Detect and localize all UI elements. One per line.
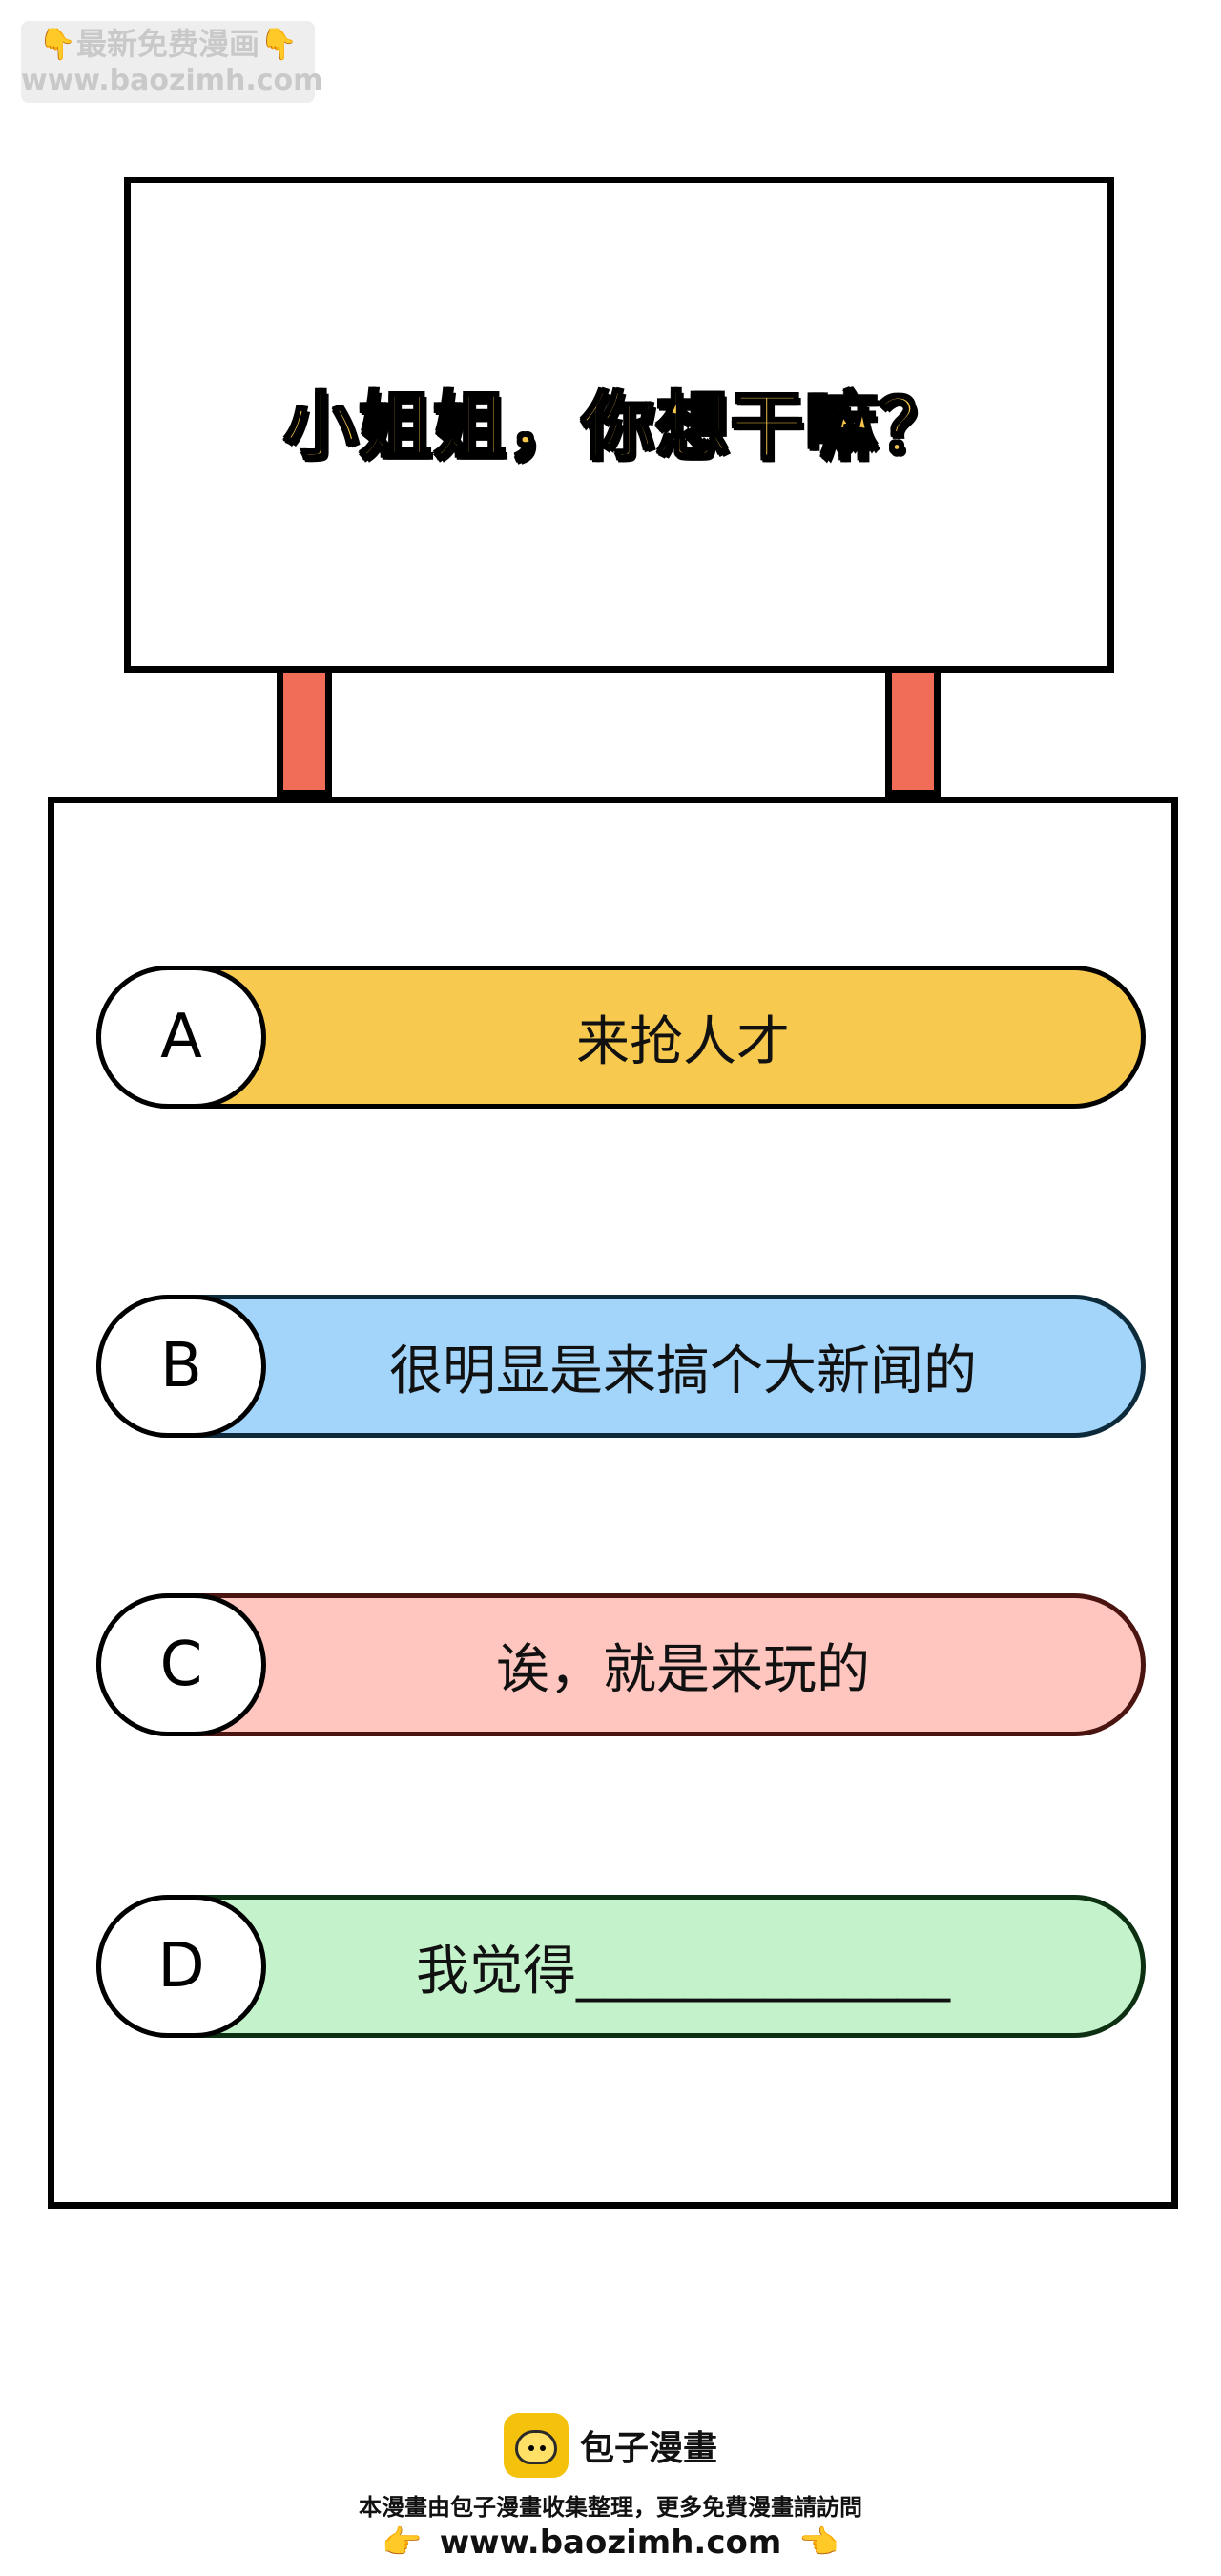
option-b-text: 很明显是来搞个大新闻的: [389, 1340, 977, 1402]
option-c-text: 诶，就是来玩的: [496, 1638, 870, 1701]
option-b[interactable]: 很明显是来搞个大新闻的 B: [96, 1295, 1146, 1438]
watermark-line1: 👇最新免费漫画👇: [38, 26, 298, 62]
sign-title: 小姐姐，你想干嘛？: [283, 383, 954, 470]
footer-logo[interactable]: 包子漫畫: [0, 2411, 1221, 2480]
option-a-letter: A: [96, 966, 266, 1109]
option-a[interactable]: 来抢人才 A: [96, 966, 1146, 1109]
option-b-letter: B: [96, 1295, 266, 1438]
footer-description: 本漫畫由包子漫畫收集整理，更多免費漫畫請訪問: [359, 2494, 862, 2521]
option-d[interactable]: 我觉得______________ D: [96, 1895, 1146, 2038]
option-c-letter: C: [96, 1593, 266, 1736]
option-d-text: 我觉得______________: [416, 1940, 950, 2003]
sign-board: 小姐姐，你想干嘛？: [124, 177, 1114, 673]
options-panel: 来抢人才 A 很明显是来搞个大新闻的 B 诶，就是来玩的 C 我觉得______…: [48, 797, 1178, 2209]
sign-post-left: [277, 673, 332, 797]
option-d-letter: D: [96, 1895, 266, 2038]
footer-url-row[interactable]: 👉 www.baozimh.com 👈: [0, 2519, 1221, 2566]
pointing-right-icon: 👉: [382, 2524, 423, 2562]
watermark-url: www.baozimh.com: [21, 64, 323, 97]
option-c[interactable]: 诶，就是来玩的 C: [96, 1593, 1146, 1736]
option-a-text: 来抢人才: [576, 1010, 790, 1073]
pointing-left-icon: 👈: [798, 2524, 839, 2562]
watermark: 👇最新免费漫画👇 www.baozimh.com: [21, 21, 323, 103]
footer-url[interactable]: www.baozimh.com: [439, 2524, 782, 2562]
baozi-logo-icon: [503, 2413, 569, 2478]
sign-post-right: [885, 673, 941, 797]
logo-text: 包子漫畫: [579, 2429, 717, 2468]
